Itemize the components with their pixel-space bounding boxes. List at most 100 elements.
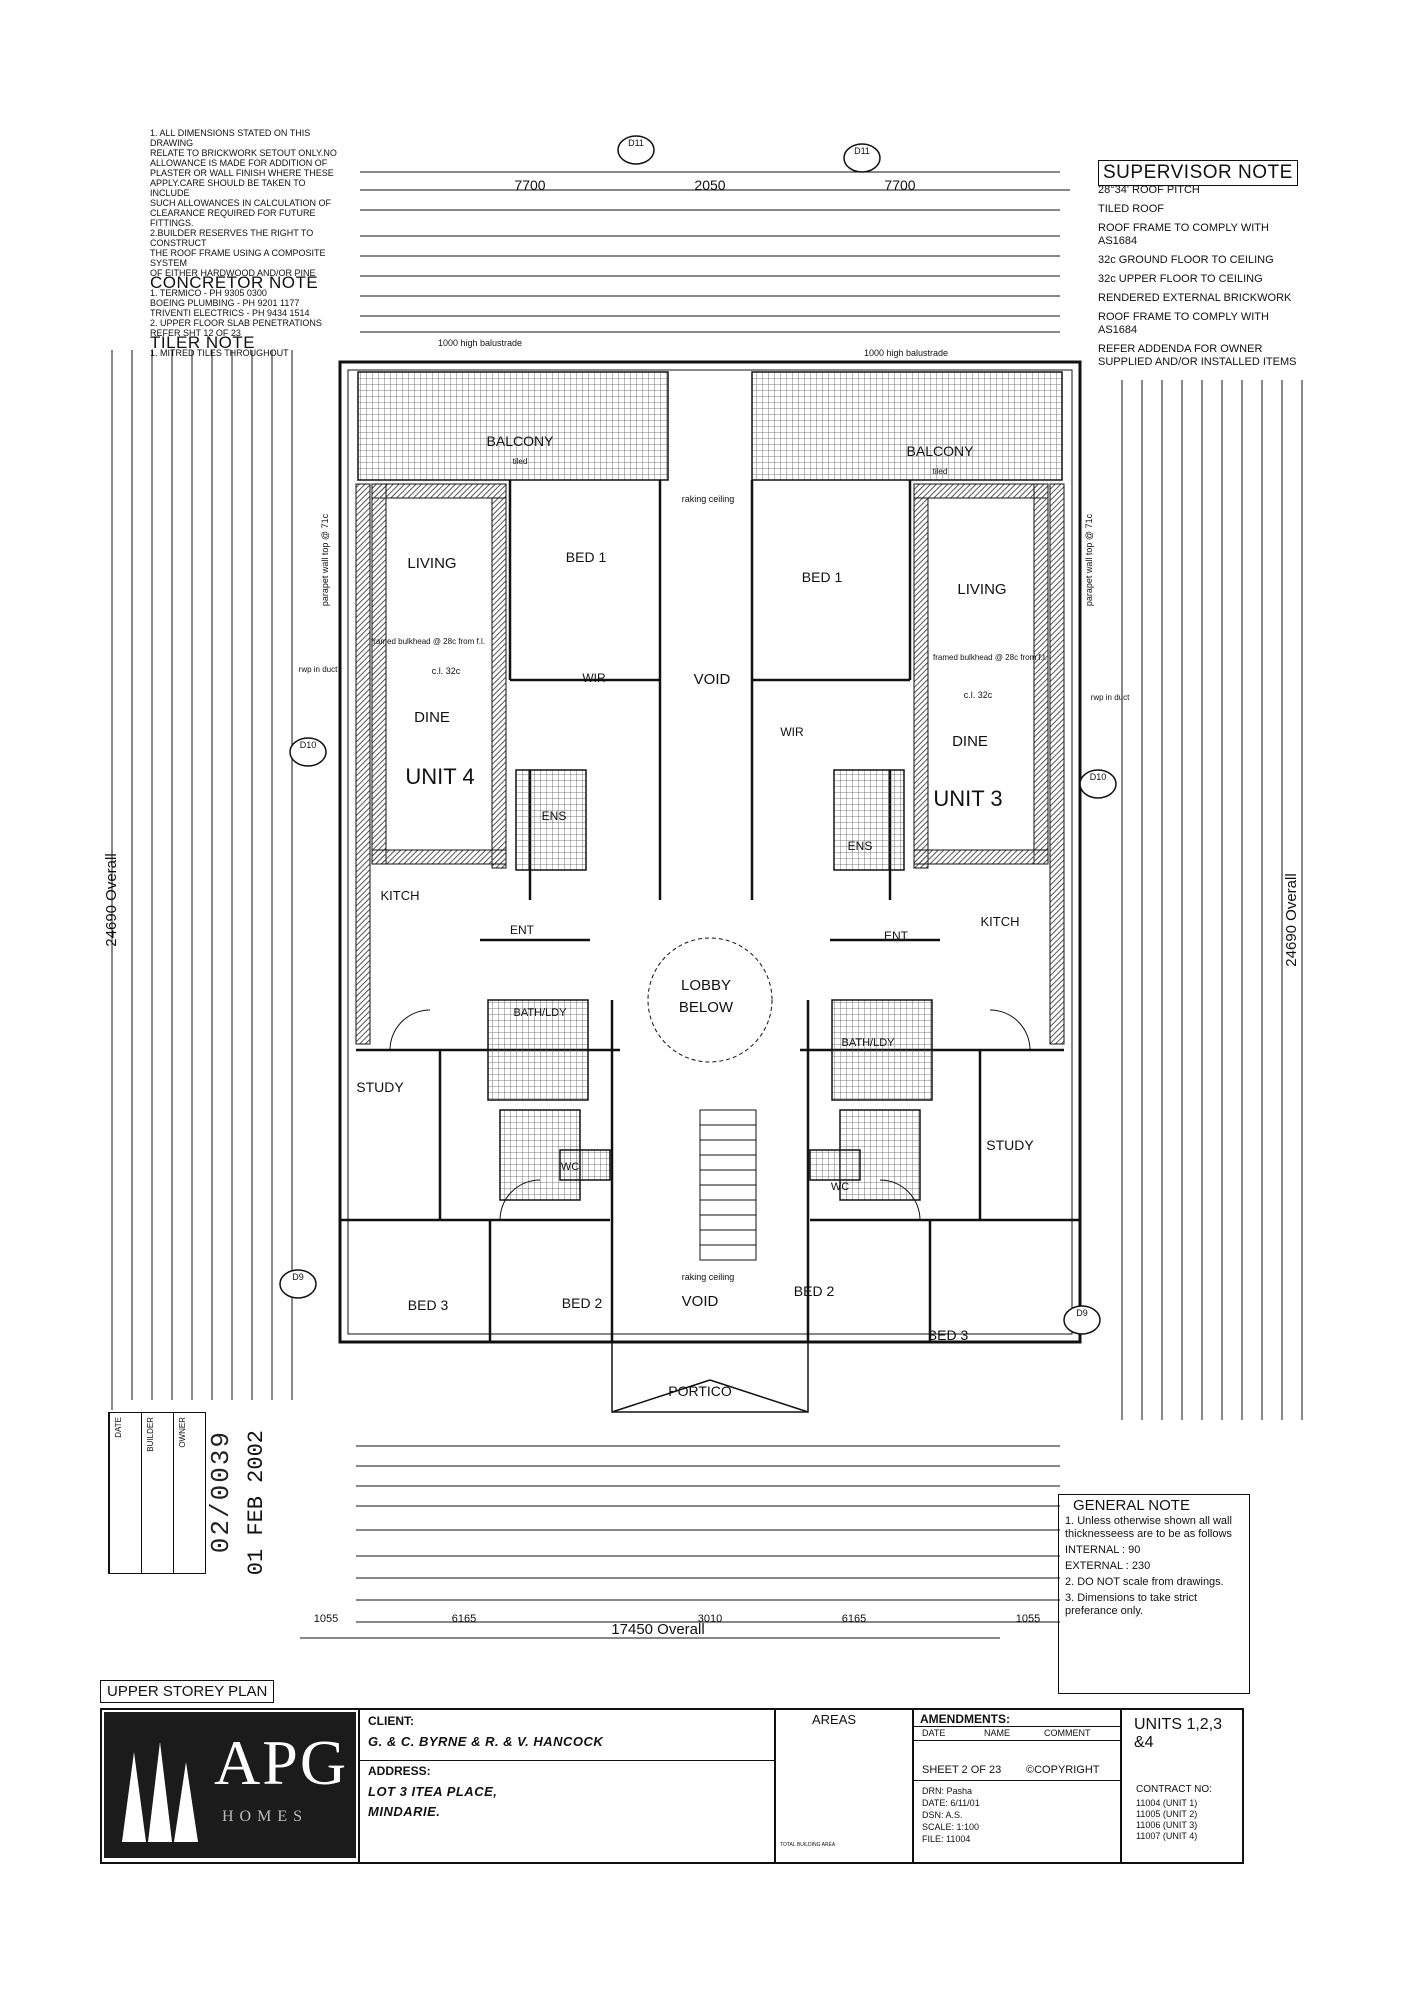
title-block: APG HOMES CLIENT: G. & C. BYRNE & R. & V… [100, 1708, 1244, 1864]
overall-height: 24690 Overall [103, 853, 120, 946]
amendments-title: AMENDMENTS: [920, 1712, 1010, 1726]
room-study-r: STUDY [986, 1137, 1034, 1153]
room-bed3-l: BED 3 [408, 1297, 449, 1313]
tiler-line: 1. MITRED TILES THROUGHOUT [150, 348, 289, 358]
copyright: ©COPYRIGHT [1026, 1764, 1100, 1776]
supervisor-item: REFER ADDENDA FOR OWNER SUPPLIED AND/OR … [1098, 343, 1297, 368]
general-item: INTERNAL : 90 [1065, 1544, 1141, 1556]
supervisor-item: TILED ROOF [1098, 203, 1165, 215]
balconies [357, 371, 1063, 481]
dims-note-line: 2.BUILDER RESERVES THE RIGHT TO CONSTRUC… [150, 228, 314, 248]
note-bath-l: BATH/LDY [514, 1007, 568, 1019]
room-balcony-l: BALCONY [487, 433, 555, 449]
note-d11-l: D11 [628, 138, 644, 148]
bottom-dimensions [300, 1445, 1060, 1639]
note-cl-l: c.l. 32c [432, 666, 461, 676]
tiler-note: 1. MITRED TILES THROUGHOUT [150, 348, 340, 358]
address-line2: MINDARIE. [368, 1804, 441, 1819]
dims-note-line: 1. ALL DIMENSIONS STATED ON THIS DRAWING [150, 128, 311, 148]
drawn-date: DATE: 6/11/01 [922, 1798, 980, 1808]
lobby-dome [647, 937, 773, 1063]
amend-col-date: DATE [922, 1728, 946, 1738]
supervisor-item: RENDERED EXTERNAL BRICKWORK [1098, 292, 1292, 304]
room-unit3: UNIT 3 [933, 786, 1002, 811]
general-item: EXTERNAL : 230 [1065, 1560, 1151, 1572]
note-d9-l: D9 [292, 1272, 304, 1282]
drawn-by: DRN: Pasha [922, 1786, 973, 1796]
room-study-l: STUDY [356, 1079, 404, 1095]
room-living-l: LIVING [407, 555, 456, 572]
client-name: G. & C. BYRNE & R. & V. HANCOCK [368, 1734, 604, 1749]
note-raking2: raking ceiling [682, 1272, 735, 1282]
note-cl-r: c.l. 32c [964, 690, 993, 700]
areas-box: AREAS TOTAL BUILDING AREA [774, 1710, 914, 1862]
dims-note-line: OF EITHER HARDWOOD AND/OR PINE [150, 268, 316, 278]
bottom-dim: 6165 [842, 1613, 866, 1625]
building-outline [338, 360, 1082, 1344]
file: FILE: 11004 [922, 1834, 971, 1844]
dims-note-line: RELATE TO BRICKWORK SETOUT ONLY.NO [150, 148, 337, 158]
amend-col-name: NAME [984, 1728, 1011, 1738]
concretor-title: CONCRETOR NOTE [150, 273, 319, 292]
room-lobby: LOBBY [681, 977, 731, 994]
dims-note-line: APPLY.CARE SHOULD BE TAKEN TO INCLUDE [150, 178, 306, 198]
general-item: 2. DO NOT scale from drawings. [1065, 1576, 1224, 1588]
supervisor-list: 28°34' ROOF PITCH TILED ROOF ROOF FRAME TO… [1098, 184, 1308, 375]
top-dim: 2050 [694, 177, 725, 193]
tiler-title: TILER NOTE [150, 333, 256, 352]
general-item: 3. Dimensions to take strict preferance … [1065, 1592, 1198, 1617]
supervisor-item: ROOF FRAME TO COMPLY WITH AS1684 [1098, 222, 1269, 247]
note-wir-r: WIR [780, 725, 804, 739]
note-framed-l: framed bulkhead @ 28c from f.l. [371, 637, 485, 646]
room-kitch-l: KITCH [381, 888, 420, 903]
note-balustrade-l: 1000 high balustrade [438, 338, 522, 348]
approval-date-stamp: 02/0039 [206, 1430, 236, 1553]
contract-item: 11006 (UNIT 3) [1136, 1820, 1198, 1830]
units-box: UNITS 1,2,3 &4 CONTRACT NO: 11004 (UNIT … [1120, 1710, 1244, 1862]
room-bed2-r: BED 2 [794, 1283, 835, 1299]
address-line1: LOT 3 ITEA PLACE, [368, 1784, 498, 1799]
note-rwp-l: rwp in duct [299, 665, 338, 674]
wet-areas [487, 769, 933, 1201]
note-wc-r: WC [831, 1181, 849, 1193]
bottom-dim: 1055 [314, 1613, 338, 1625]
room-bed1-r: BED 1 [802, 569, 843, 585]
room-balcony-r: BALCONY [907, 443, 975, 459]
contract-list: 11004 (UNIT 1)11005 (UNIT 2)11006 (UNIT … [1136, 1798, 1197, 1842]
supervisor-item: 32c UPPER FLOOR TO CEILING [1098, 273, 1263, 285]
top-dimensions [360, 171, 1070, 333]
dims-note-line: PLASTER OR WALL FINISH WHERE THESE [150, 168, 334, 178]
supervisor-item: 28°34' ROOF PITCH [1098, 184, 1200, 196]
overall-width: 17450 Overall [611, 1621, 704, 1638]
dims-note-line: CLEARANCE REQUIRED FOR FUTURE FITTINGS. [150, 208, 316, 228]
note-ent-r: ENT [884, 929, 909, 943]
dims-note: 1. ALL DIMENSIONS STATED ON THIS DRAWING… [150, 128, 340, 278]
note-ens-l: ENS [542, 809, 567, 823]
note-tiled-l: tiled [513, 457, 528, 466]
plan-title: UPPER STOREY PLAN [100, 1680, 275, 1703]
stamp-number: 02/0039 [206, 1430, 236, 1554]
general-title: GENERAL NOTE [1073, 1497, 1190, 1514]
amend-col-comment: COMMENT [1044, 1728, 1091, 1738]
address-label: ADDRESS: [368, 1764, 431, 1778]
concretor-line: BOEING PLUMBING - PH 9201 1177 [150, 298, 300, 308]
note-ens-r: ENS [848, 839, 873, 853]
client-label: CLIENT: [368, 1714, 414, 1728]
top-dim: 7700 [514, 177, 545, 193]
room-living-r: LIVING [957, 581, 1006, 598]
callouts [279, 135, 1117, 1335]
general-item: 1. Unless otherwise shown all wall thick… [1065, 1515, 1232, 1540]
interior-walls [340, 480, 1080, 1342]
top-dim: 7700 [884, 177, 915, 193]
right-dimensions [1121, 380, 1303, 1420]
logo-subtext: HOMES [222, 1808, 309, 1825]
note-d10-l: D10 [300, 740, 317, 750]
dims-note-line: THE ROOF FRAME USING A COMPOSITE SYSTEM [150, 248, 326, 268]
contract-item: 11007 (UNIT 4) [1136, 1831, 1198, 1841]
supervisor-title: SUPERVISOR NOTE [1098, 160, 1298, 186]
room-bed3-r: BED 3 [928, 1327, 969, 1343]
logo-text: APG [214, 1727, 349, 1798]
concretor-line: 1. TERMICO - PH 9305 0300 [150, 288, 267, 298]
